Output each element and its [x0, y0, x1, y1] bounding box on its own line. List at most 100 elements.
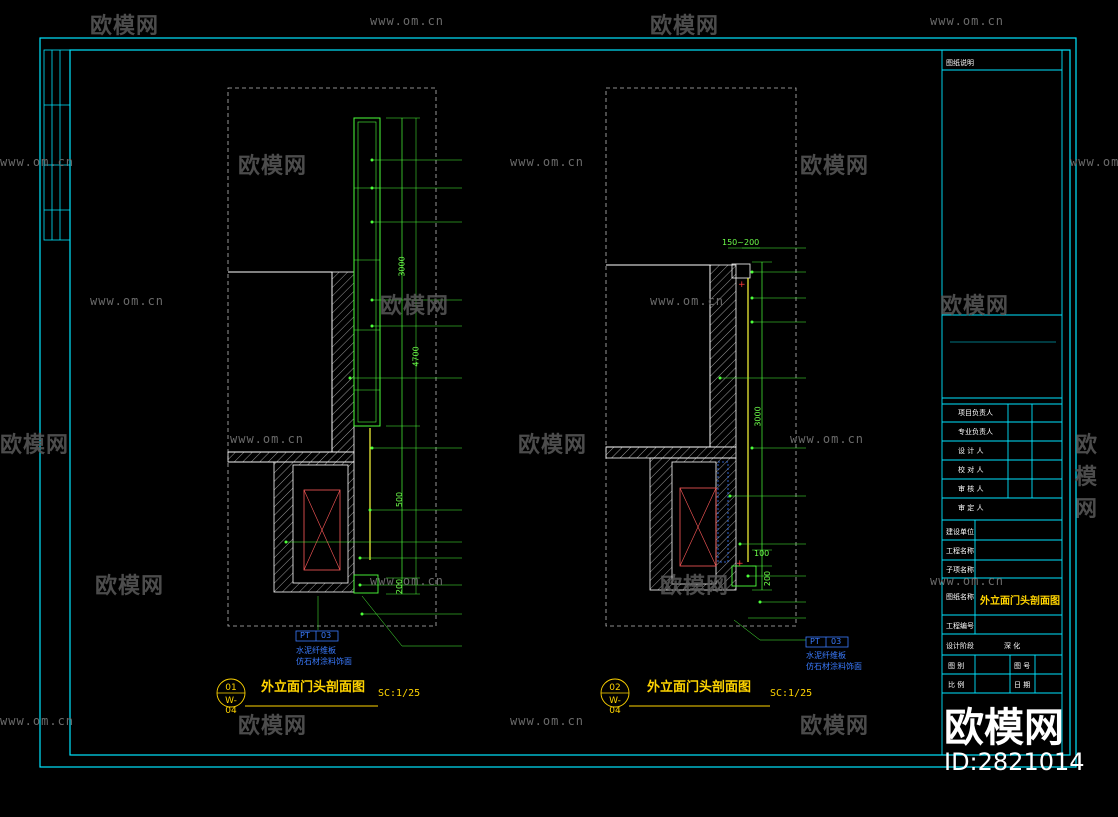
section-1-tag-box	[295, 630, 339, 642]
watermark-url: www.om.cn	[790, 432, 865, 446]
title-block-frame	[941, 49, 1063, 756]
watermark-url: www.om.cn	[930, 14, 1005, 28]
section-1-title: 外立面门头剖面图	[261, 680, 366, 695]
title-block-header: 图纸说明	[946, 59, 974, 67]
section-2-wall-hatch	[709, 264, 737, 448]
svg-text:+: +	[738, 280, 746, 290]
section-1-tag-no: 03	[321, 631, 332, 640]
section-2-material-1: 水泥纤维板	[806, 651, 846, 660]
section-1-signboard	[353, 117, 381, 427]
field-sheet-number: 图 号	[1014, 662, 1031, 670]
watermark-url: www.om.cn	[930, 574, 1005, 588]
watermark-logo: 欧模网	[660, 574, 730, 599]
section-1-bubble	[216, 678, 378, 708]
section-1-wall-outline	[228, 271, 333, 453]
section-1-dim-200: 200	[395, 578, 405, 595]
left-strip	[43, 49, 71, 241]
section-1-leader-dots	[284, 158, 374, 616]
role-checker: 校 对 人	[958, 466, 984, 474]
watermark-logo: 欧模网	[800, 714, 870, 739]
field-drawing-name: 图纸名称	[946, 593, 974, 601]
section-1-number: 01	[225, 683, 237, 693]
section-2-material-2: 仿石材涂料饰面	[806, 662, 862, 671]
field-subproject: 子项名称	[946, 566, 974, 574]
section-2-ref: W-04	[609, 696, 621, 716]
watermark-url: www.om.cn	[510, 714, 585, 728]
section-1-ref: W-04	[225, 696, 237, 716]
svg-text:+: +	[736, 559, 744, 569]
section-2-tag-no: 03	[831, 637, 842, 646]
section-1-leaders	[286, 159, 462, 647]
section-2-title: 外立面门头剖面图	[647, 680, 752, 695]
section-2-tag-code: PT	[810, 637, 820, 646]
watermark-url: www.om.cn	[650, 294, 725, 308]
section-1-lower-box-inner	[292, 464, 349, 584]
watermark-url: www.om.cn	[0, 155, 75, 169]
watermark-url: www.om.cn	[230, 432, 305, 446]
section-2-lower-box-inner	[671, 461, 717, 585]
design-stage-value: 深 化	[1004, 642, 1021, 650]
section-1-slab	[227, 451, 355, 463]
section-2-scale: SC:1/25	[770, 688, 813, 699]
section-2-dashed-boundary	[605, 87, 797, 627]
inner-border	[69, 49, 1071, 756]
section-1-dashed-boundary	[227, 87, 437, 627]
brand-logo-text: 欧模网	[944, 705, 1064, 751]
watermark-logo: 欧模网	[800, 154, 870, 179]
watermark-logo: 欧模网	[90, 14, 160, 39]
watermark-logo: 欧模网	[238, 154, 308, 179]
section-1-dim-4700: 4700	[411, 346, 421, 367]
field-design-stage: 设计阶段	[946, 642, 974, 650]
section-2-drawing: + +	[605, 87, 806, 641]
watermark-url: www.om.cn	[370, 574, 445, 588]
field-drawing-category: 图 别	[948, 662, 965, 670]
section-2-number: 02	[609, 683, 621, 693]
watermark-url: www.om.cn	[1070, 155, 1118, 169]
watermark-logo: 欧模网	[95, 574, 165, 599]
section-2-vent	[679, 487, 717, 567]
section-1-material-1: 水泥纤维板	[296, 646, 336, 655]
section-1-material-2: 仿石材涂料饰面	[296, 657, 352, 666]
section-1-dim-3000: 3000	[397, 256, 407, 277]
section-2-wall-outline	[606, 264, 711, 448]
brand-id: ID:2821014	[944, 748, 1085, 776]
watermark-logo: 欧模网	[518, 433, 588, 458]
section-2-dim-150-200: 150~200	[722, 238, 760, 247]
drawing-name-value: 外立面门头剖面图	[980, 596, 1060, 607]
watermark-url: www.om.cn	[510, 155, 585, 169]
watermark-logo: 欧模网	[380, 294, 450, 319]
section-2-slab	[605, 446, 737, 459]
section-2-dim-200: 200	[763, 570, 773, 587]
field-client: 建设单位	[946, 528, 974, 536]
role-project-lead: 项目负责人	[958, 409, 993, 417]
watermark-logo: 欧模网	[238, 714, 308, 739]
section-2-tag-box	[805, 636, 849, 648]
section-2-dim-100: 100	[754, 549, 770, 558]
field-project-number: 工程编号	[946, 622, 974, 630]
field-project-name: 工程名称	[946, 547, 974, 555]
watermark-url: www.om.cn	[0, 714, 75, 728]
section-1-tag-code: PT	[300, 631, 310, 640]
section-2-dim-3000: 3000	[753, 406, 763, 427]
section-1-vent	[303, 489, 341, 571]
section-1-dim-500: 500	[395, 491, 405, 508]
field-date: 日 期	[1014, 681, 1031, 689]
section-2-bubble	[600, 678, 770, 708]
role-reviewer: 审 核 人	[958, 485, 984, 493]
outer-border	[39, 37, 1077, 768]
watermark-logo: 欧模网	[0, 433, 70, 458]
field-scale: 比 例	[948, 681, 965, 689]
watermark-logo: 欧模网	[650, 14, 720, 39]
section-2-leaders	[720, 247, 806, 641]
watermark-logo: 欧模网	[1075, 433, 1099, 522]
role-discipline-lead: 专业负责人	[958, 428, 993, 436]
watermark-url: www.om.cn	[370, 14, 445, 28]
role-approver: 审 定 人	[958, 504, 984, 512]
watermark-logo: 欧模网	[940, 294, 1010, 319]
section-2-leader-dots	[718, 270, 762, 604]
section-1-drawing	[227, 87, 462, 647]
watermark-url: www.om.cn	[90, 294, 165, 308]
section-1-wall-hatch	[331, 271, 355, 453]
